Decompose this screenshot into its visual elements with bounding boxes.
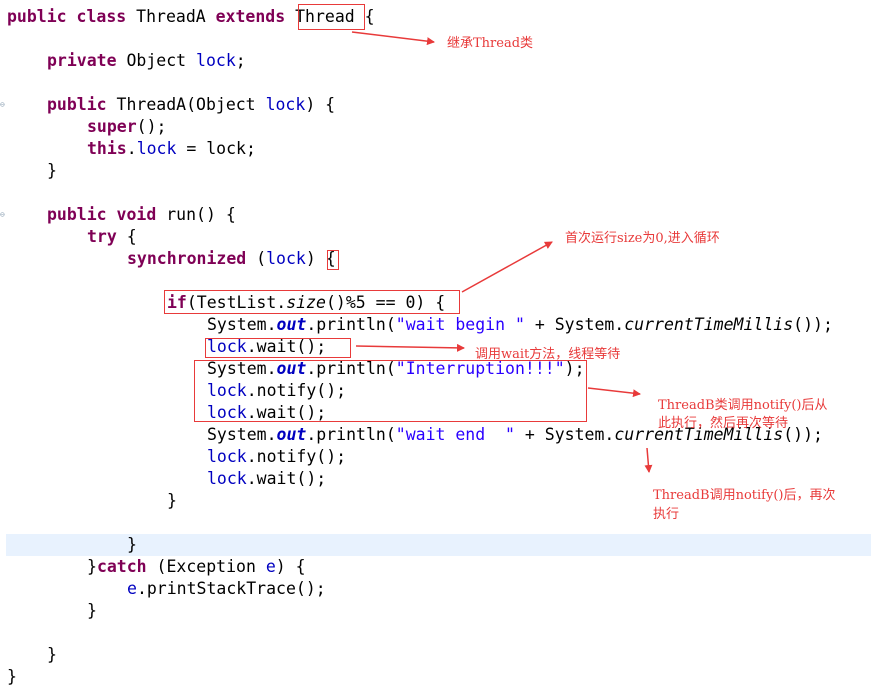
code-line-brace: } xyxy=(167,491,177,510)
annotation-threadb-line2: 此执行，然后再次等待 xyxy=(658,416,789,431)
annotation-threadb-line1: ThreadB类调用notify()后从 xyxy=(658,398,828,413)
brace-match-box xyxy=(327,250,339,270)
code-line-brace: } xyxy=(7,667,17,686)
code-line-catch: }catch (Exception e) { xyxy=(87,557,306,576)
annotation-threadb-second-line1: ThreadB调用notify()后，再次 xyxy=(653,488,836,503)
fold-marker-icon[interactable]: ⊖ xyxy=(0,100,5,109)
code-line-run-method: public void run() { xyxy=(47,205,236,224)
code-line-brace: } xyxy=(47,645,57,664)
arrow-first-run xyxy=(461,241,553,293)
code-line-if: if(TestList.size()%5 == 0) { xyxy=(167,293,446,312)
code-line-wait: lock.wait(); xyxy=(207,337,327,356)
code-line-print-stack: e.printStackTrace(); xyxy=(127,579,326,598)
code-line-notify: lock.notify(); xyxy=(207,381,347,400)
arrow-threadb-second xyxy=(644,447,653,473)
code-line-print-end: System.out.println("wait end " + System.… xyxy=(207,425,823,444)
code-line-brace: } xyxy=(127,535,137,554)
code-line-wait: lock.wait(); xyxy=(207,403,327,422)
annotation-threadb-second-line2: 执行 xyxy=(653,507,680,522)
if-highlight-box xyxy=(164,290,460,314)
code-line-wait: lock.wait(); xyxy=(207,469,327,488)
code-line-super: super(); xyxy=(87,117,167,136)
code-line-synchronized: synchronized (lock) { xyxy=(127,249,336,268)
arrow-wait xyxy=(355,343,465,352)
notify-wait-highlight-box xyxy=(194,360,587,422)
wait-highlight-box xyxy=(205,338,351,358)
code-line-print-begin: System.out.println("wait begin " + Syste… xyxy=(207,315,833,334)
code-line-class-declaration: public class ThreadA extends Thread { xyxy=(7,7,375,26)
annotation-extends: 继承Thread类 xyxy=(447,36,534,51)
arrow-extends xyxy=(351,31,435,46)
arrow-threadb xyxy=(587,387,641,398)
code-line-assign: this.lock = lock; xyxy=(87,139,256,158)
current-line-highlight xyxy=(6,534,871,556)
code-line-brace: } xyxy=(87,601,97,620)
annotation-first-run: 首次运行size为0,进入循环 xyxy=(565,231,720,246)
thread-highlight-box xyxy=(298,4,365,30)
code-line-print-interruption: System.out.println("Interruption!!!"); xyxy=(207,359,585,378)
code-line-try: try { xyxy=(87,227,137,246)
annotation-wait: 调用wait方法，线程等待 xyxy=(475,347,621,362)
fold-marker-icon[interactable]: ⊖ xyxy=(0,210,5,219)
code-line-notify: lock.notify(); xyxy=(207,447,347,466)
code-line-brace: } xyxy=(47,161,57,180)
code-line-field: private Object lock; xyxy=(47,51,246,70)
code-line-constructor: public ThreadA(Object lock) { xyxy=(47,95,336,114)
